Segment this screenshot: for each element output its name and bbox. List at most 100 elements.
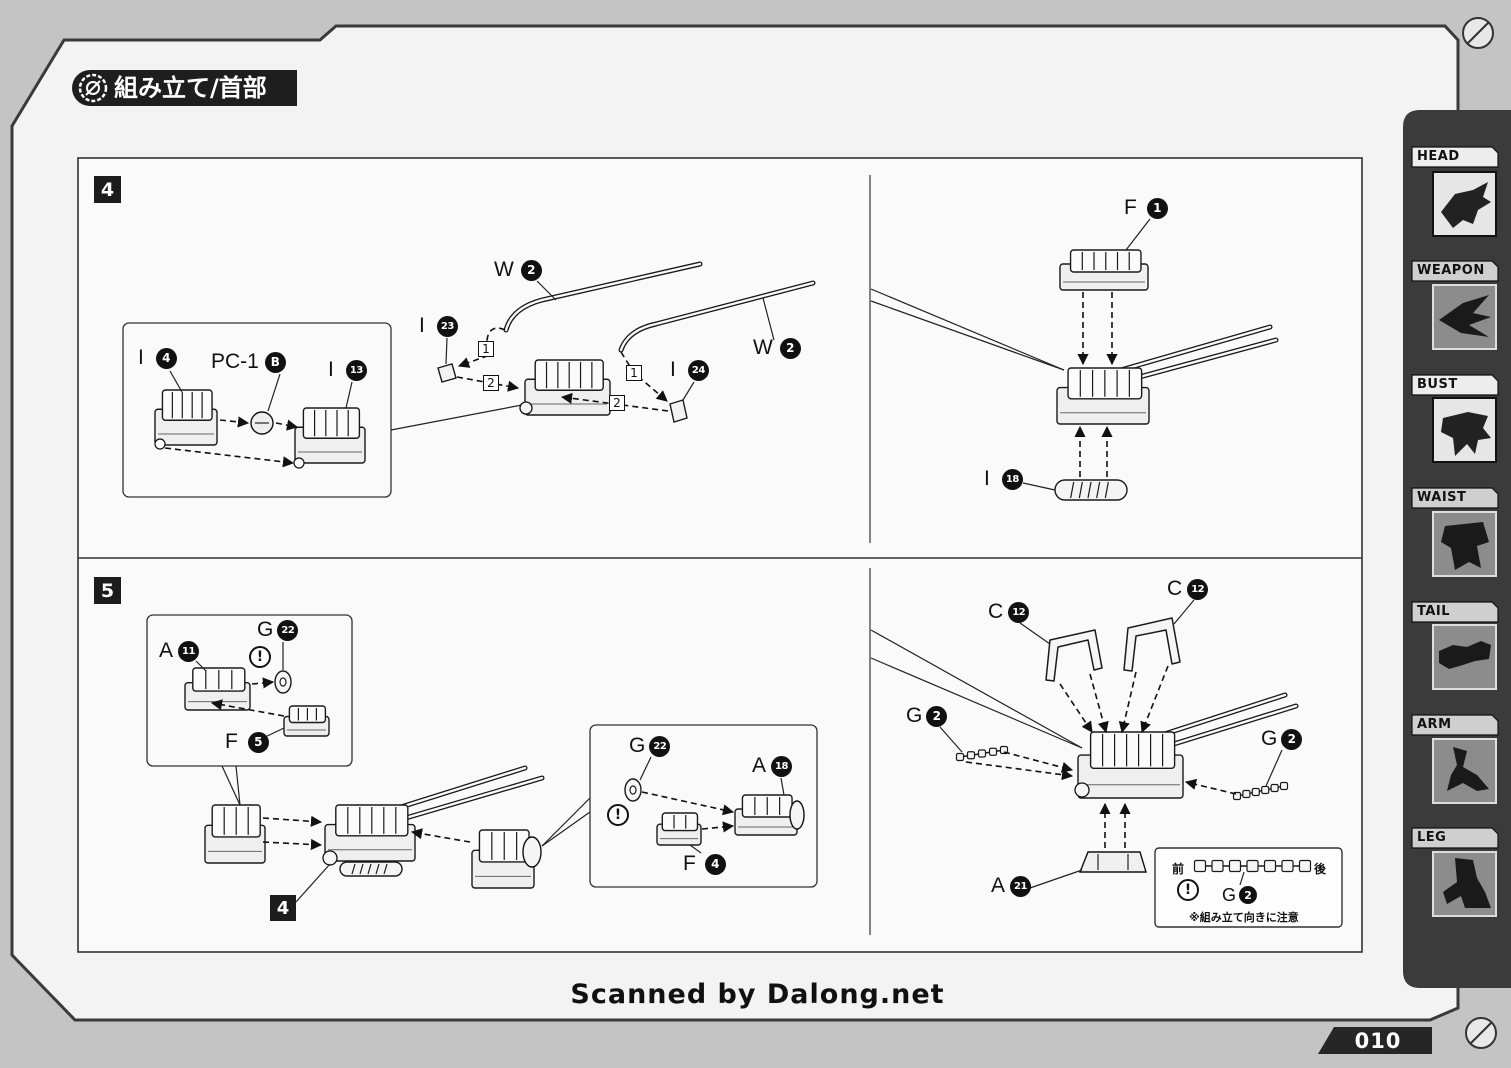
part-pc1-b	[250, 411, 274, 435]
tab-label-bust[interactable]: BUST	[1417, 377, 1458, 392]
bust-icon	[1441, 412, 1491, 456]
part-number-badge: 2	[1239, 886, 1258, 904]
leader-note-g2	[1239, 871, 1245, 886]
page-number: 010	[1354, 1029, 1402, 1053]
part-label-a21: A 21	[991, 874, 1032, 897]
part-letter: G	[1222, 884, 1237, 905]
tail-icon	[1439, 641, 1491, 669]
leader-i13	[345, 381, 353, 409]
part-number-badge: 23	[436, 315, 458, 337]
leader-g2	[939, 726, 963, 753]
part-letter: I	[328, 358, 334, 381]
part-i13-peg	[293, 457, 305, 469]
tab-label-arm[interactable]: ARM	[1417, 717, 1452, 732]
leader-subassembly-ref	[295, 863, 331, 903]
side-tab-tail[interactable]	[1411, 601, 1499, 690]
arrow-g2-to-frame	[1184, 778, 1237, 795]
caution-icon: !	[1177, 879, 1199, 901]
part-a18-cylinder	[522, 836, 542, 868]
part-letter: C	[988, 600, 1004, 623]
leader-f4	[689, 844, 702, 854]
assembly-diagram	[122, 218, 1343, 928]
leader-a21	[1029, 869, 1083, 889]
part-number-badge: 18	[771, 755, 793, 777]
header-pill	[72, 70, 297, 106]
leader-w2	[762, 297, 775, 341]
tab-label-tail[interactable]: TAIL	[1417, 604, 1451, 619]
part-number-badge: 2	[520, 259, 542, 281]
part-label-g2: G 2	[1261, 727, 1303, 750]
leader-a18	[780, 777, 785, 796]
part-label-w2: W 2	[494, 258, 542, 281]
part-label-a11: A 11	[159, 639, 200, 662]
arrow-c12-down	[1140, 665, 1169, 734]
head-icon	[1441, 182, 1491, 228]
part-number-badge: 21	[1010, 875, 1032, 897]
note-front-label: 前	[1172, 862, 1185, 876]
leader-i4	[169, 370, 183, 393]
part-letter: G	[629, 734, 646, 757]
part-label-i18: I 18	[984, 467, 1023, 490]
part-g22	[274, 670, 292, 694]
sequence-number: 1	[478, 341, 494, 357]
part-g2-chain	[955, 745, 1009, 762]
part-letter: I	[670, 358, 676, 381]
part-letter: G	[257, 618, 274, 641]
leader-c12	[1019, 622, 1051, 645]
part-letter: F	[225, 730, 238, 753]
gear-icon	[78, 73, 108, 103]
part-number-badge: B	[264, 351, 286, 373]
side-tab-leg[interactable]	[1411, 827, 1499, 917]
part-letter: W	[753, 336, 773, 359]
part-number-badge: 5	[247, 731, 269, 753]
sequence-number: 1	[626, 365, 642, 381]
arrow-i4-to-i13	[164, 447, 295, 468]
arrow-g2-to-frame	[1003, 751, 1074, 773]
instruction-frame	[77, 157, 1363, 953]
part-number-badge: 13	[345, 359, 367, 381]
part-g22	[624, 778, 642, 802]
side-tab-waist[interactable]	[1411, 487, 1499, 577]
side-tab-head[interactable]	[1411, 146, 1499, 237]
side-tab-bust[interactable]	[1411, 374, 1499, 463]
step5-detail-box-b	[589, 724, 818, 888]
step5-detail-leader-b	[541, 811, 591, 847]
part-c12	[1045, 629, 1103, 682]
part-label-i24: I 24	[670, 358, 709, 381]
part-number-badge: 18	[1001, 468, 1023, 490]
part-letter: I	[138, 346, 144, 369]
page-number-tab	[1318, 1027, 1432, 1054]
tab-label-head[interactable]: HEAD	[1417, 149, 1460, 164]
caution-icon: !	[607, 804, 629, 826]
tab-label-waist[interactable]: WAIST	[1417, 490, 1467, 505]
step5-right-leader	[870, 657, 1083, 749]
side-tab-weapon[interactable]	[1411, 260, 1499, 350]
step5-right-leader	[870, 629, 1083, 749]
part-i23	[437, 363, 457, 383]
part-letter: G	[1261, 727, 1278, 750]
tab-label-leg[interactable]: LEG	[1417, 830, 1447, 845]
arrow-rod-to-i23	[457, 327, 506, 368]
part-number-badge: 22	[649, 735, 671, 757]
step5-detail-leader-b	[541, 797, 591, 847]
part-letter: I	[419, 314, 425, 337]
leg-icon	[1443, 858, 1491, 908]
leader-w2	[536, 280, 557, 301]
page-title: 組み立て/首部	[114, 74, 267, 102]
part-a11	[184, 667, 251, 711]
tab-label-weapon[interactable]: WEAPON	[1417, 263, 1485, 278]
part-label-c12: C 12	[1167, 577, 1209, 600]
part-label-pc1-b: PC-1 B	[211, 350, 286, 373]
part-number-badge: 4	[704, 853, 726, 875]
part-label-g22: G 22	[629, 734, 671, 757]
part-number-badge: 22	[277, 619, 299, 641]
leader-pc1	[267, 373, 281, 412]
part-g2-chain	[1232, 781, 1289, 801]
neck-assembly-joint	[322, 850, 338, 866]
part-number-badge: 11	[178, 640, 200, 662]
part-c12	[1123, 617, 1181, 672]
part-number-badge: 2	[926, 705, 948, 727]
arrow-g2-to-frame	[965, 761, 1074, 781]
side-tab-arm[interactable]	[1411, 714, 1499, 804]
neck-assembly-joint	[1074, 782, 1090, 798]
